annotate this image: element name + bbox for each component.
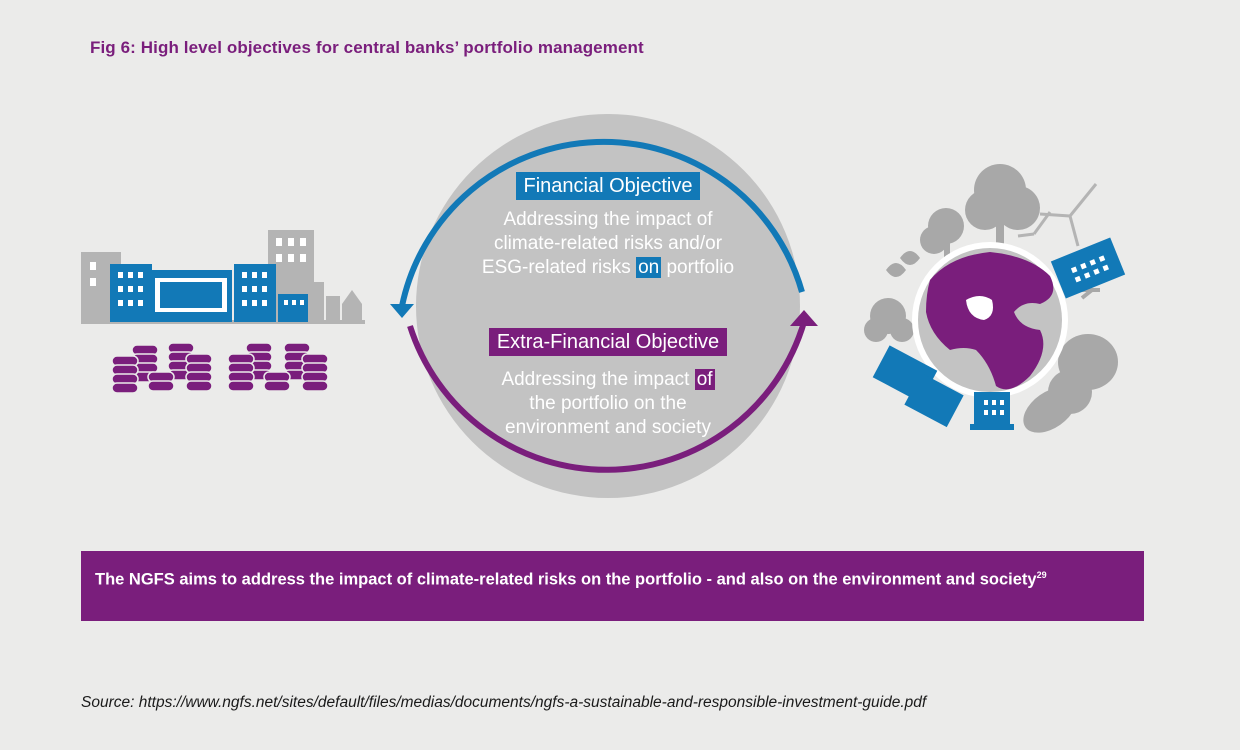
footnote-marker: 29 [1036, 570, 1047, 580]
financial-objective-label: Financial Objective [515, 172, 701, 200]
financial-objective-label-row: Financial Objective [460, 172, 756, 200]
financial-line-2: climate-related risks and/or [493, 233, 723, 254]
summary-banner-text: The NGFS aims to address the impact of c… [95, 570, 1037, 589]
extra-financial-objective-description: Addressing the impact of the portfolio o… [460, 368, 756, 440]
financial-line-3: ESG-related risks on portfolio [460, 256, 756, 280]
coin-stacks-icon [111, 342, 329, 394]
extra-financial-objective-label: Extra-Financial Objective [488, 328, 728, 356]
summary-banner: The NGFS aims to address the impact of c… [81, 551, 1144, 621]
extra-financial-line-2: the portfolio on the [529, 393, 687, 414]
financial-line-1: Addressing the impact of [503, 209, 713, 230]
objectives-diagram [81, 114, 1126, 498]
financial-line-3-post: portfolio [661, 257, 735, 278]
financial-objective-description: Addressing the impact of climate-related… [460, 208, 756, 280]
financial-highlight: on [636, 257, 662, 278]
financial-cycle-arc [399, 138, 805, 307]
financial-arrowhead [390, 304, 414, 318]
source-citation: Source: https://www.ngfs.net/sites/defau… [81, 694, 927, 711]
extra-financial-cycle-arc [407, 321, 807, 473]
financial-line-3-pre: ESG-related risks [481, 257, 637, 278]
city-buildings-icon [81, 230, 365, 324]
extra-financial-line-1: Addressing the impact of [460, 368, 756, 392]
extra-financial-highlight: of [694, 369, 715, 390]
extra-financial-line-1-pre: Addressing the impact [501, 369, 695, 390]
extra-financial-arrowhead [790, 310, 818, 326]
extra-financial-objective-label-row: Extra-Financial Objective [460, 328, 756, 356]
figure-title: Fig 6: High level objectives for central… [90, 38, 644, 57]
extra-financial-line-3: environment and society [505, 417, 711, 438]
center-circle [416, 114, 800, 498]
trees-icon [864, 164, 1118, 433]
globe-icon [912, 242, 1068, 398]
wind-turbines-icon [1017, 183, 1098, 247]
globe-buildings-icon [872, 237, 1126, 430]
